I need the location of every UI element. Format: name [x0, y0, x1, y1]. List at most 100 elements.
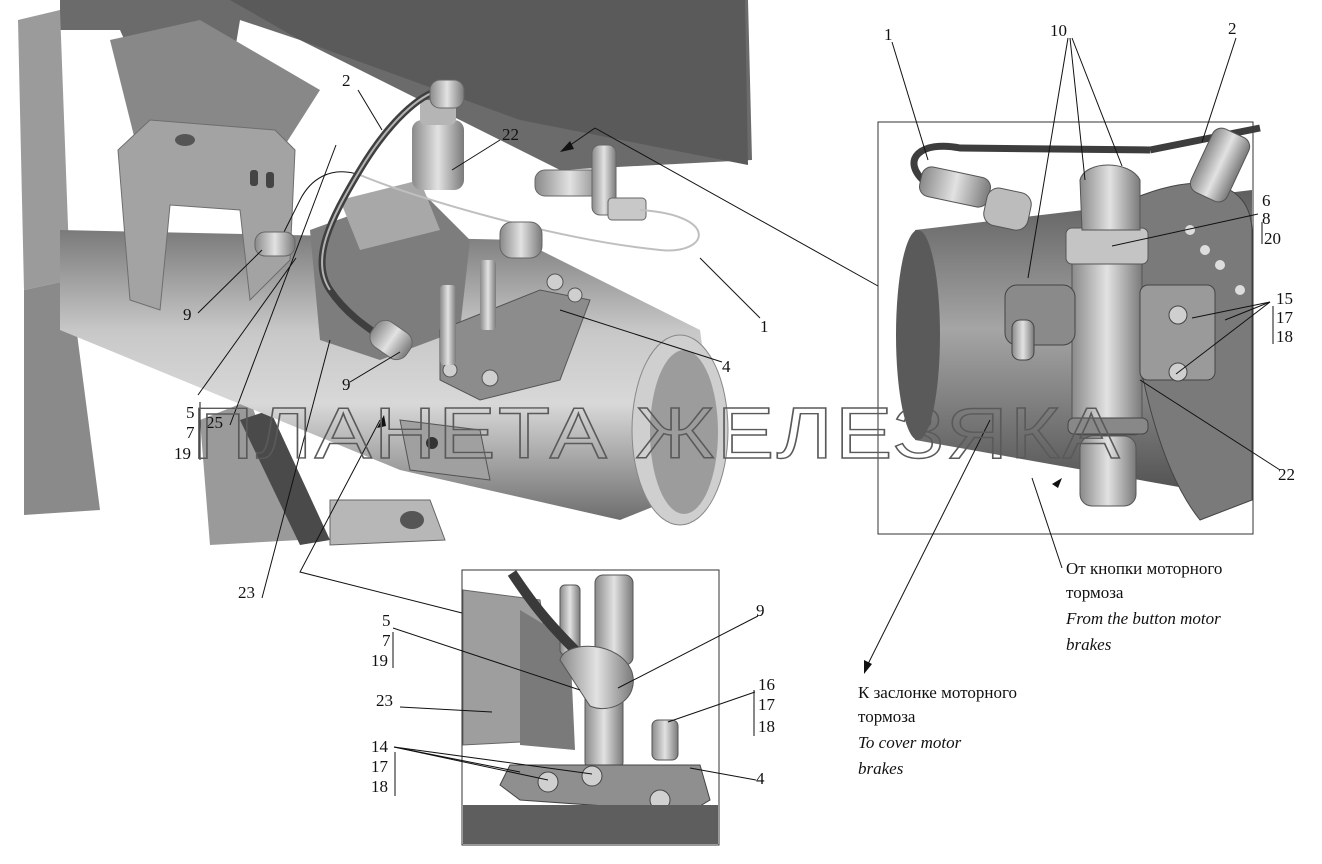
main-callout-22: 22: [502, 125, 519, 144]
lead-dr-10b: [1069, 37, 1086, 181]
to-cover-ru-line2: тормоза: [858, 707, 916, 726]
valve-bottom-fitting: [1079, 435, 1137, 507]
main-callout-5: 5: [186, 403, 195, 422]
detail-right-topfit: [1189, 127, 1251, 203]
db-tube: [507, 570, 579, 654]
lead-dr-15c: [1175, 301, 1271, 375]
frame-rail-top: [230, 0, 748, 165]
to-cover-ru-line1: К заслонке моторного: [858, 683, 1017, 702]
bracket-slot: [250, 170, 258, 186]
detail-right-connector-2: [983, 187, 1032, 231]
flange-bolt-4: [567, 287, 583, 303]
db-callout-18a: 18: [758, 717, 775, 736]
detail-right-tube-2: [1149, 124, 1261, 154]
plate-hole-2: [1200, 245, 1210, 255]
detail-top-right: 1 10 2 6 8 20 15 17 18 22: [864, 19, 1295, 674]
valve-top-elbow: [1079, 164, 1141, 231]
main-callout-19: 19: [174, 444, 191, 463]
lead-to-detail-right: [594, 127, 879, 287]
frame-side: [18, 10, 70, 290]
plate-hole-1: [1185, 225, 1195, 235]
side-bolt-1: [1168, 305, 1188, 325]
stud-1: [440, 285, 456, 365]
main-callout-7: 7: [186, 423, 195, 442]
elbow-9-main: [254, 231, 296, 257]
lead-db-14b: [393, 746, 593, 775]
lead-main-1: [699, 257, 761, 319]
db-right-stud: [651, 719, 679, 761]
left-side-pipe: [1011, 319, 1035, 361]
lead-dr-to-cover: [865, 419, 991, 669]
lead-main-22: [451, 139, 501, 171]
mount-flange: [439, 289, 591, 401]
lead-db-16-17-18: [667, 691, 756, 723]
main-callout-4: 4: [722, 357, 731, 376]
dr-callout-17: 17: [1276, 308, 1294, 327]
main-callout-2: 2: [342, 71, 351, 90]
db-callout-18b: 18: [371, 777, 388, 796]
main-callout-9b: 9: [342, 375, 351, 394]
flange-bolt-2: [481, 369, 499, 387]
lead-db-9: [617, 615, 759, 689]
lead-db-14c: [393, 746, 521, 773]
elbow-right: [499, 221, 543, 259]
dr-callout-2: 2: [1228, 19, 1237, 38]
dr-callout-10: 10: [1050, 21, 1067, 40]
watermark-text: ПЛАНЕТА ЖЕЛЕЗЯКА: [192, 394, 1122, 474]
lead-dr-from-button: [1031, 477, 1063, 569]
lower-tab: [329, 499, 446, 546]
tab-hole: [400, 511, 424, 529]
lead-db-23: [399, 706, 493, 713]
dr-callout-1: 1: [884, 25, 893, 44]
arrow-from-button-head: [1052, 478, 1062, 488]
tube-1-highlight: [359, 174, 700, 252]
detail-right-tube-1: [910, 142, 1151, 185]
lead-main-23: [261, 339, 331, 599]
lead-main-9a: [197, 249, 263, 314]
u-bracket: [117, 119, 296, 311]
dr-callout-6: 6: [1262, 191, 1271, 210]
to-cover-en-line1: To cover motor: [858, 733, 962, 752]
from-button-en-line2: brakes: [1066, 635, 1112, 654]
top-fitting: [412, 120, 464, 190]
dr-callout-18: 18: [1276, 327, 1293, 346]
lead-dr-10c: [1071, 37, 1123, 167]
flange-bolt-1: [546, 273, 564, 291]
db-callout-4: 4: [756, 769, 765, 788]
lead-main-9b: [349, 351, 401, 383]
flange-bolt-3: [442, 362, 458, 378]
plate-hole-3: [1215, 260, 1225, 270]
pipe-clamp: [399, 419, 491, 481]
main-callout-9a: 9: [183, 305, 192, 324]
detail-right-pipe-end: [896, 230, 940, 440]
lead-dr-15b: [1224, 301, 1271, 321]
from-button-ru-line2: тормоза: [1066, 583, 1124, 602]
t-fitting-branch: [591, 144, 617, 216]
frame-lower: [24, 280, 100, 515]
main-view: 2 22 1 4 9 9 5 7 19 25 23: [18, 0, 879, 614]
lead-dr-2: [1201, 37, 1237, 143]
from-button-en-line1: From the button motor: [1065, 609, 1221, 628]
lead-dr-10a: [1027, 37, 1069, 279]
lead-main-25: [229, 144, 337, 426]
arrow-to-t-head: [560, 141, 574, 152]
frame-leg-dark: [240, 410, 330, 545]
db-callout-7: 7: [382, 631, 391, 650]
db-elbow: [559, 645, 634, 710]
db-bolt-2: [581, 765, 603, 787]
t-fitting-nut: [607, 197, 647, 221]
lead-main-4: [559, 309, 723, 363]
bracket-hole: [175, 134, 195, 146]
db-callout-17a: 17: [758, 695, 776, 714]
plate-hole-4: [1235, 285, 1245, 295]
db-callout-5: 5: [382, 611, 391, 630]
dr-callout-20: 20: [1264, 229, 1281, 248]
arrow-detail-bottom-head: [377, 415, 386, 428]
tube-2-highlight: [321, 89, 441, 291]
dr-callout-8: 8: [1262, 209, 1271, 228]
detail-bottom: 9 5 7 19 23 16 17 18 14 17 18 4: [371, 569, 776, 846]
lead-db-4: [689, 767, 757, 781]
stud-2: [480, 260, 496, 330]
db-callout-19: 19: [371, 651, 388, 670]
pipe-end-inner: [650, 350, 718, 514]
